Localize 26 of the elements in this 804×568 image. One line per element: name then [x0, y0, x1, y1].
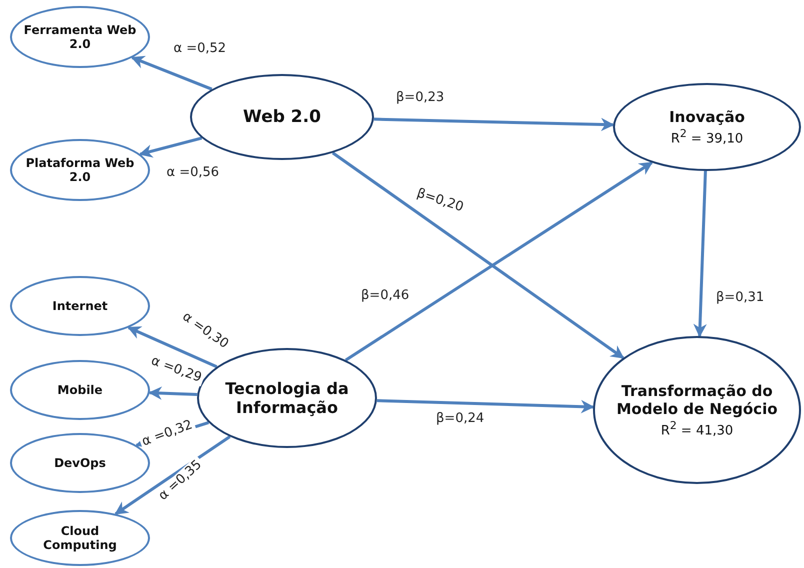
arrow — [693, 170, 707, 338]
edge-label: β=0,24 — [434, 410, 486, 426]
node-title: Cloud Computing — [42, 524, 118, 552]
node-title: DevOps — [54, 456, 106, 470]
node-title: Mobile — [57, 382, 103, 398]
arrow — [127, 326, 218, 368]
node-statistic: R$^{2}$ = 41,30 — [660, 418, 734, 438]
arrow — [138, 136, 202, 158]
edge-label: β=0,23 — [394, 90, 446, 104]
arrow — [130, 56, 212, 91]
node-title: Inovação — [669, 108, 745, 126]
arrow — [376, 399, 594, 414]
node-title: Tecnologia da Informação — [224, 378, 350, 418]
edge-label: β=0,46 — [359, 288, 412, 302]
node-title: Ferramenta Web 2.0 — [22, 22, 138, 52]
arrow — [374, 118, 614, 132]
node-title: Transformação do Modelo de Negócio — [615, 382, 779, 418]
node-title: Web 2.0 — [243, 106, 321, 128]
node-title: Internet — [52, 298, 108, 314]
arrow — [332, 152, 624, 360]
node-statistic: R$^{2}$ = 39,10 — [670, 126, 744, 146]
node-title: Plataforma Web 2.0 — [24, 156, 136, 184]
arrow — [148, 386, 198, 400]
edge-label: α =0,56 — [164, 164, 222, 180]
arrow — [344, 161, 653, 362]
arrow — [114, 435, 231, 516]
